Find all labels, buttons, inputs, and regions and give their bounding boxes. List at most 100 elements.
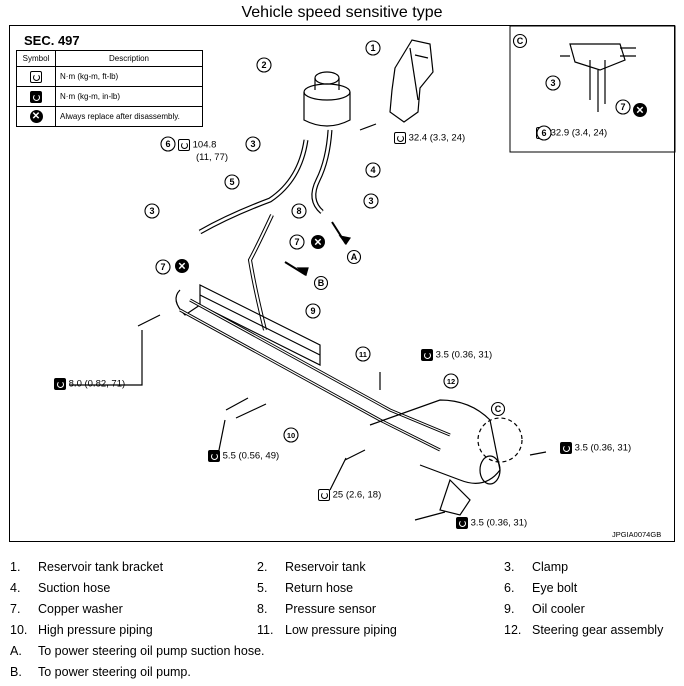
legend-number: 7. (10, 602, 21, 616)
callout-number: 3 (149, 206, 154, 216)
callout-number: 2 (261, 60, 266, 70)
legend-text: Suction hose (38, 581, 111, 595)
legend-number: 5. (257, 581, 268, 595)
callout-number: 3 (550, 78, 555, 88)
detail-c-drawing (560, 43, 636, 112)
callout-circle (536, 125, 552, 141)
legend-text: To power steering oil pump suction hose. (38, 644, 265, 658)
legend-number: 8. (257, 602, 268, 616)
callout-number: 7 (294, 237, 299, 247)
callout-circle (305, 303, 321, 319)
legend-number: B. (10, 665, 22, 679)
legend-item: 11.Low pressure piping (257, 623, 397, 637)
legend-number: 4. (10, 581, 21, 595)
legend-item: 1.Reservoir tank bracket (10, 560, 163, 574)
callout-circle (363, 193, 379, 209)
callout-number: C (517, 36, 524, 46)
torque-label-2: 104.8 (178, 139, 216, 151)
replace-x-icon (175, 259, 189, 273)
callout-circle (355, 346, 371, 362)
legend-text: Steering gear assembly (532, 623, 664, 637)
replace-x-icon (311, 235, 325, 249)
legend-item: 6.Eye bolt (504, 581, 577, 595)
torque-label-8: 3.5 (0.36, 31) (456, 517, 527, 529)
callout-circle (615, 99, 631, 115)
callout-number: 7 (160, 262, 165, 272)
callout-number: 10 (287, 431, 295, 440)
legend-text: Copper washer (38, 602, 123, 616)
torque-label-4: 8.0 (0.82, 71) (54, 378, 125, 390)
legend-text: Clamp (532, 560, 569, 574)
callout-circle (245, 136, 261, 152)
callout-number: 6 (541, 128, 546, 138)
legend-item: 9.Oil cooler (504, 602, 585, 616)
callout-circle (346, 249, 362, 265)
legend-text: Return hose (285, 581, 354, 595)
legend-item: 3. Clamp (504, 560, 568, 574)
legend-item: 8. Pressure sensor (257, 602, 376, 616)
callout-circle (256, 57, 272, 73)
legend-number: 12. (504, 623, 522, 637)
callout-circle (224, 174, 240, 190)
replace-x-icon: ✕ (29, 110, 43, 123)
callout-circle (490, 401, 506, 417)
callout-number: 9 (310, 306, 315, 316)
diagram-title: Vehicle speed sensitive type (241, 4, 443, 21)
callout-number: C (495, 404, 502, 414)
legend-item: 4. Suction hose (10, 581, 110, 595)
callout-circle (144, 203, 160, 219)
legend-number: 2. (257, 560, 268, 574)
section-number: SEC. 497 (24, 33, 80, 48)
torque-label-7: 3.5 (0.36, 31) (560, 442, 631, 454)
detail-c-frame (509, 25, 676, 153)
drawing-code: JPGIA0074GB (612, 530, 662, 539)
legend-text: Eye bolt (532, 581, 578, 595)
replace-x-glyph: ✕ (314, 238, 322, 249)
torque-wrench-ft-lb-icon (30, 70, 42, 83)
torque-label-3: 3.5 (0.36, 31) (421, 349, 492, 361)
callout-number: 7 (620, 102, 625, 112)
reservoir-tank (303, 71, 351, 127)
torque-label-2b: (11, 77) (196, 152, 229, 163)
legend-item: 5. Return hose (257, 581, 353, 595)
legend-text: High pressure piping (38, 623, 153, 637)
legend-item: 2. Reservoir tank (257, 560, 366, 574)
legend-text: Pressure sensor (285, 602, 377, 616)
replace-x-glyph: ✕ (636, 106, 644, 117)
torque-label-1: 32.4 (3.3, 24) (394, 132, 465, 144)
legend-text: Reservoir tank (285, 560, 366, 574)
legend-text: Low pressure piping (285, 623, 397, 637)
legend-text: To power steering oil pump. (38, 665, 191, 679)
reservoir-bracket (389, 39, 434, 123)
callout-circle (155, 259, 171, 275)
callout-circle (283, 427, 299, 443)
callout-circle (289, 234, 305, 250)
callout-circle (443, 373, 459, 389)
legend-number: A. (10, 644, 22, 658)
steering-gear (369, 399, 523, 516)
callout-number: 3 (250, 139, 255, 149)
callout-number: 12 (447, 377, 455, 386)
callout-circle (160, 136, 176, 152)
replace-x-glyph: ✕ (178, 262, 186, 273)
legend-number: 3. (504, 560, 515, 574)
callout-circle (365, 162, 381, 178)
torque-label-5: 5.5 (0.56, 49) (208, 450, 279, 462)
callout-number: 11 (359, 350, 367, 359)
callout-circle (545, 75, 561, 91)
callout-number: 5 (229, 177, 234, 187)
callout-number: B (318, 278, 325, 288)
oil-cooler (175, 284, 321, 366)
legend-text: Oil cooler (532, 602, 585, 616)
callout-circle (291, 203, 307, 219)
torque-wrench-in-lb-icon (30, 90, 42, 103)
torque-label-6: 25 (2.6, 18) (318, 489, 381, 501)
legend-item: 12. Steering gear assembly (504, 623, 663, 637)
callout-number: 4 (370, 165, 375, 175)
callout-number: 3 (368, 196, 373, 206)
replace-x-icon (633, 103, 647, 117)
legend-number: 1. (10, 560, 21, 574)
legend-item: A. To power steering oil pump suction hos… (10, 644, 265, 658)
